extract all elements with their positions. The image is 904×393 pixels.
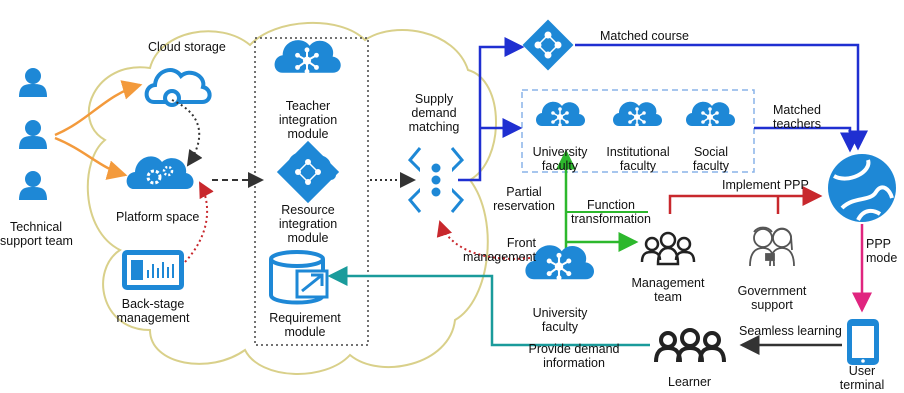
faculty-box bbox=[521, 89, 755, 173]
label-user-terminal: User terminal bbox=[839, 364, 885, 392]
label-institutional-faculty: Institutional faculty bbox=[606, 145, 670, 173]
dashboard-icon bbox=[122, 250, 184, 290]
label-technical-support-team: Technical support team bbox=[0, 220, 73, 248]
label-teacher-integration-module: Teacher integration module bbox=[278, 99, 338, 141]
group-icon bbox=[654, 328, 726, 363]
person-icon bbox=[19, 68, 47, 97]
label-university-faculty-bottom: University faculty bbox=[532, 306, 588, 334]
resource-diamond-icon bbox=[522, 19, 574, 71]
resource-diamond-icon bbox=[276, 140, 340, 204]
label-matched-course: Matched course bbox=[600, 29, 689, 43]
label-government-support: Government support bbox=[737, 284, 807, 312]
database-icon bbox=[269, 250, 329, 305]
arrow-supply-course bbox=[458, 37, 525, 182]
network-cloud-icon bbox=[685, 101, 736, 128]
gears-icon bbox=[126, 156, 194, 189]
label-seamless-learning: Seamless learning bbox=[739, 324, 842, 338]
label-front-management: Front management bbox=[463, 236, 536, 264]
label-platform-space: Platform space bbox=[116, 210, 200, 224]
arrow-teal-demand bbox=[327, 266, 650, 347]
label-requirement-module: Requirement module bbox=[269, 311, 341, 339]
arrow-dotted-storage-platform bbox=[171, 99, 203, 167]
label-supply-demand-matching: Supply demand matching bbox=[408, 92, 460, 134]
arrow-red-dotted-front bbox=[436, 220, 531, 260]
group-icon bbox=[640, 231, 696, 266]
label-partial-reservation: Partial reservation bbox=[493, 185, 555, 213]
arrow-red-dotted-backstage bbox=[184, 181, 214, 263]
arrow-implement-ppp bbox=[668, 186, 823, 214]
label-provide-demand-information: Provide demand information bbox=[528, 342, 620, 370]
label-back-stage-management: Back-stage management bbox=[116, 297, 190, 325]
network-cloud-icon bbox=[273, 39, 342, 75]
arrow-orange-top bbox=[54, 80, 143, 137]
person-icon bbox=[19, 171, 47, 200]
label-cloud-storage: Cloud storage bbox=[148, 40, 226, 54]
platform-cloud bbox=[86, 22, 497, 375]
person-icon bbox=[19, 120, 47, 149]
label-implement-ppp: Implement PPP bbox=[722, 178, 809, 192]
label-learner: Learner bbox=[668, 375, 712, 389]
label-social-faculty: Social faculty bbox=[692, 145, 730, 173]
globe-icon bbox=[828, 154, 896, 222]
arrow-orange-bottom bbox=[54, 136, 128, 180]
network-cloud-icon bbox=[612, 101, 663, 128]
government-people-icon bbox=[749, 226, 795, 267]
label-ppp-mode: PPP mode bbox=[866, 237, 898, 265]
cloud-storage-icon bbox=[144, 68, 212, 107]
tablet-icon bbox=[847, 319, 879, 365]
label-university-faculty-top: University faculty bbox=[532, 145, 588, 173]
label-function-transformation: Function transformation bbox=[571, 198, 651, 226]
label-management-team: Management team bbox=[631, 276, 705, 304]
label-matched-teachers: Matched teachers bbox=[773, 103, 821, 131]
arrow-course-globe bbox=[575, 43, 868, 151]
label-resource-integration-module: Resource integration module bbox=[278, 203, 338, 245]
module-box bbox=[254, 37, 369, 346]
network-cloud-icon bbox=[535, 101, 586, 128]
arrow-teachers-globe bbox=[754, 126, 860, 153]
dots-chevron-icon bbox=[407, 147, 465, 213]
